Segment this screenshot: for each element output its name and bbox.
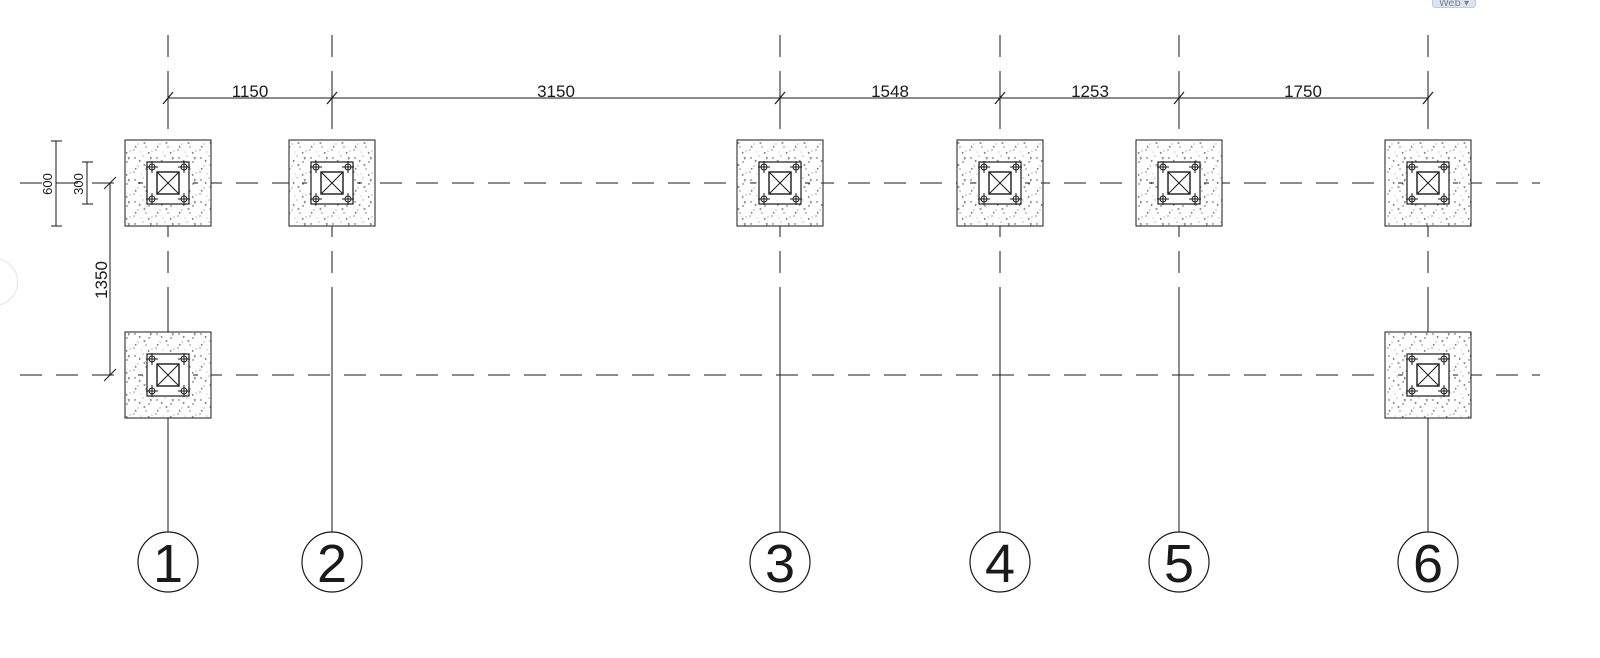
view-mode-badge[interactable]: Web ▾	[1432, 0, 1476, 9]
dimension-text-300: 300	[71, 173, 86, 195]
axis-bubble-1	[137, 531, 199, 593]
footing-row1-axis-1	[124, 139, 212, 227]
axis-label-3: 3	[765, 534, 795, 594]
axis-label-4: 4	[985, 534, 1015, 594]
footing-row2-axis-1	[124, 331, 212, 419]
vertical-dimension-300: 300	[71, 161, 93, 205]
dimension-text-1350: 1350	[92, 261, 111, 299]
dimension-text-2-3: 3150	[537, 82, 575, 101]
footing-row2-axis-6	[1384, 331, 1472, 419]
dimension-ticks	[162, 85, 1434, 110]
dimension-text-5-6: 1750	[1284, 82, 1322, 101]
axis-bubble-5	[1148, 531, 1210, 593]
footing-row1-axis-3	[736, 139, 824, 227]
dimension-tick-2	[326, 91, 338, 105]
dimension-tick-4	[994, 91, 1006, 105]
grid-axes	[167, 35, 1429, 532]
dimension-tick-5	[1173, 91, 1185, 105]
dimension-text-600: 600	[40, 173, 55, 195]
axis-bubble-2	[301, 531, 363, 593]
axis-label-1: 1	[153, 534, 183, 594]
axis-bubbles: 1 2 3 4 5 6	[137, 531, 1459, 594]
footing-row1-axis-4	[956, 139, 1044, 227]
dimension-tick-1	[162, 91, 174, 105]
axis-bubble-3	[749, 531, 811, 593]
dimension-text-1-2: 1150	[232, 82, 269, 101]
dimension-tick-6	[1422, 91, 1434, 105]
footing-row1-axis-2	[288, 139, 376, 227]
axis-label-5: 5	[1164, 534, 1194, 594]
vertical-dimension-1350: 1350	[92, 176, 117, 382]
dimension-text-3-4: 1548	[871, 82, 909, 101]
axis-label-2: 2	[317, 534, 347, 594]
axis-bubble-4	[969, 531, 1031, 593]
axis-label-6: 6	[1413, 534, 1443, 594]
dimension-tick-3	[774, 91, 786, 105]
dimension-text-4-5: 1253	[1071, 82, 1109, 101]
vertical-dimension-600: 600	[40, 140, 62, 227]
footing-row1-axis-6	[1384, 139, 1472, 227]
footings	[124, 139, 1472, 419]
axis-bubble-6	[1397, 531, 1459, 593]
footing-row1-axis-5	[1135, 139, 1223, 227]
